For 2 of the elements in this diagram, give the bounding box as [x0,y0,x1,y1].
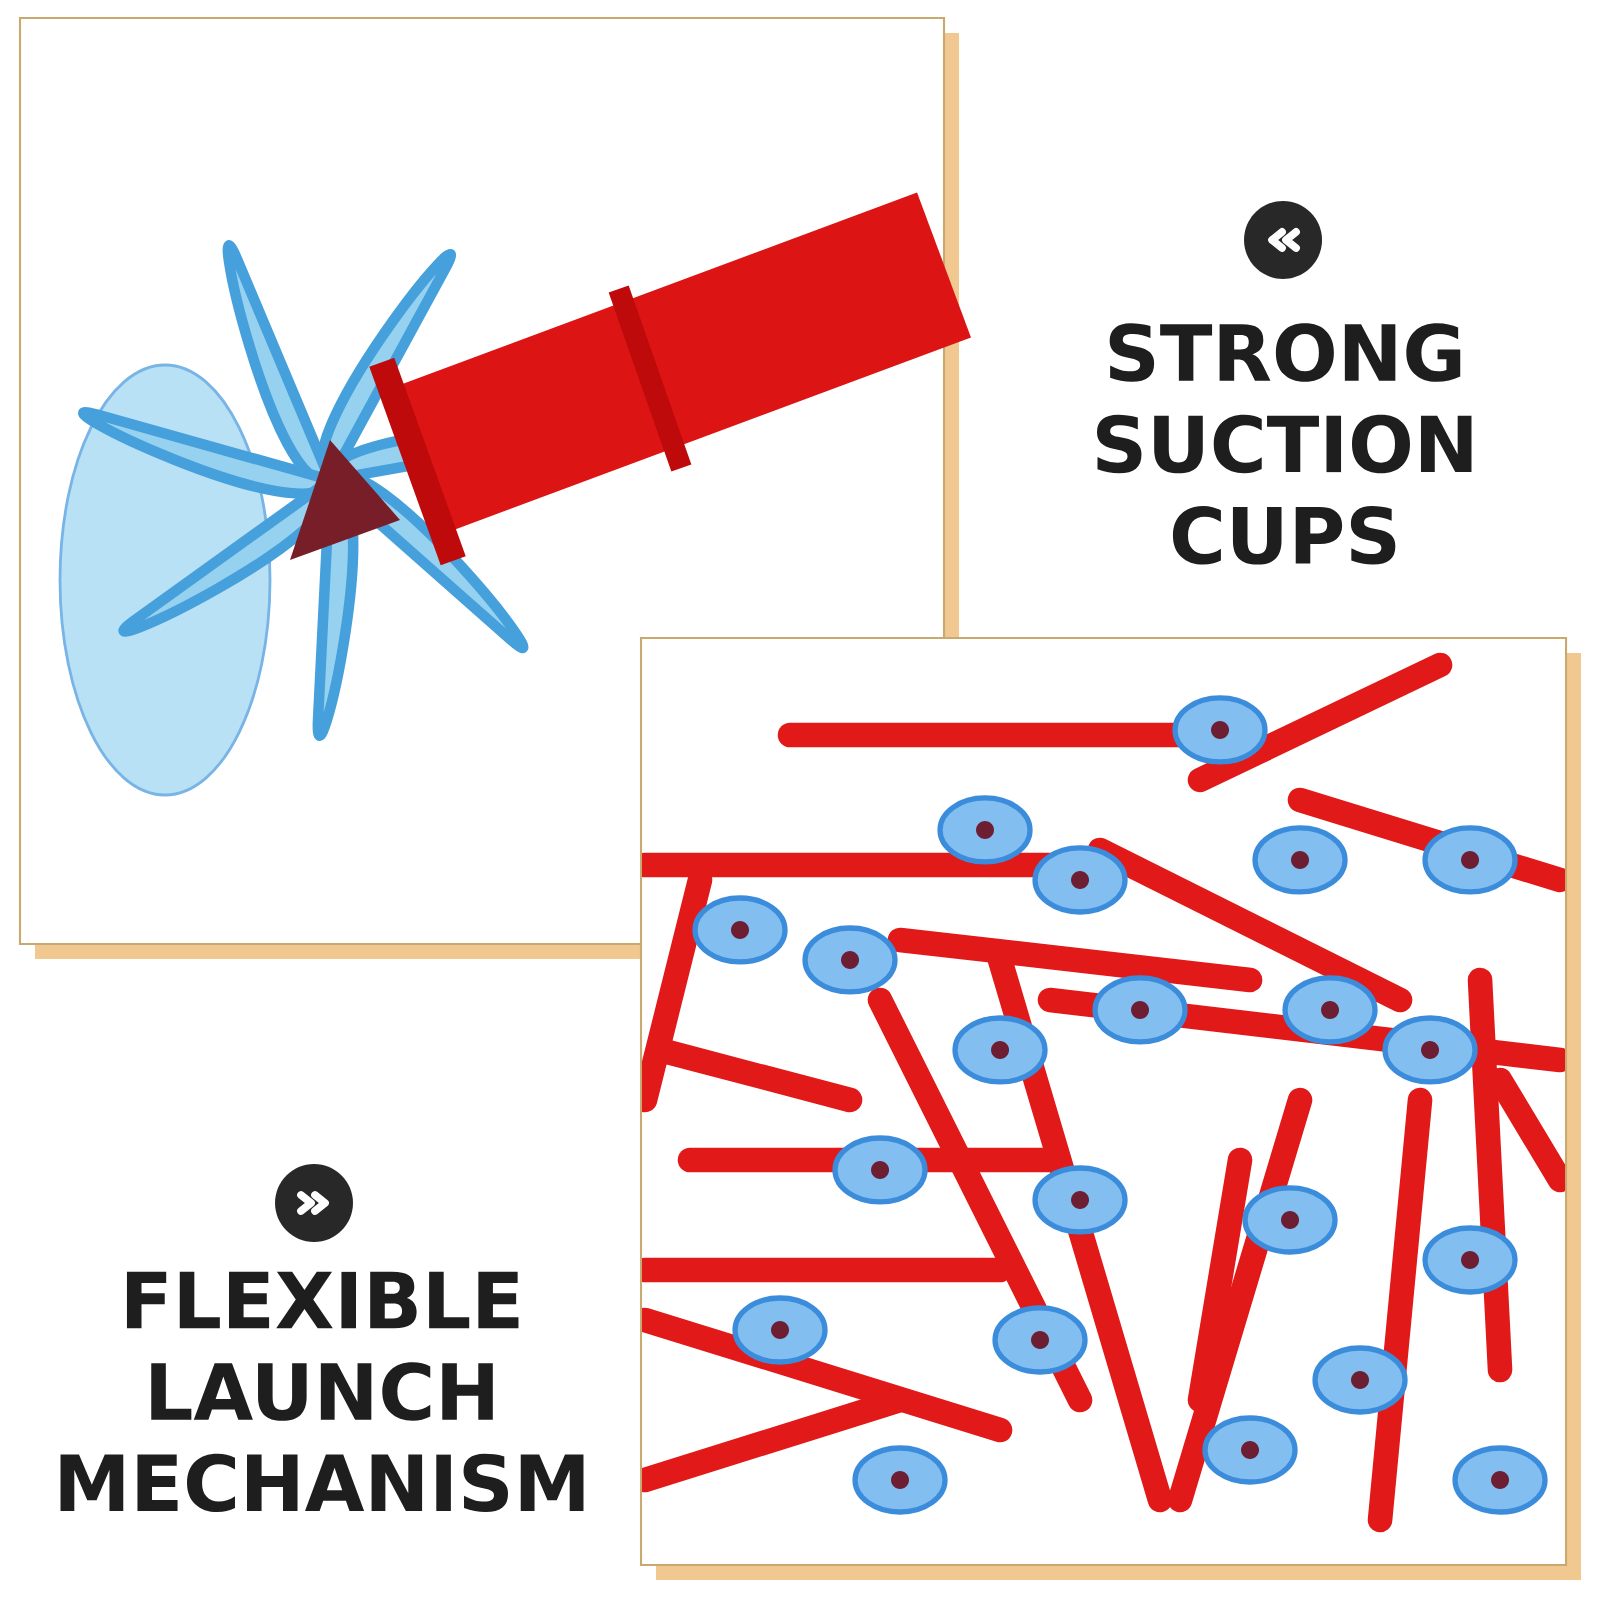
feature-heading: FLEXIBLE LAUNCH MECHANISM [60,1271,584,1513]
feature-heading: STRONG SUCTION CUPS [1097,323,1472,565]
